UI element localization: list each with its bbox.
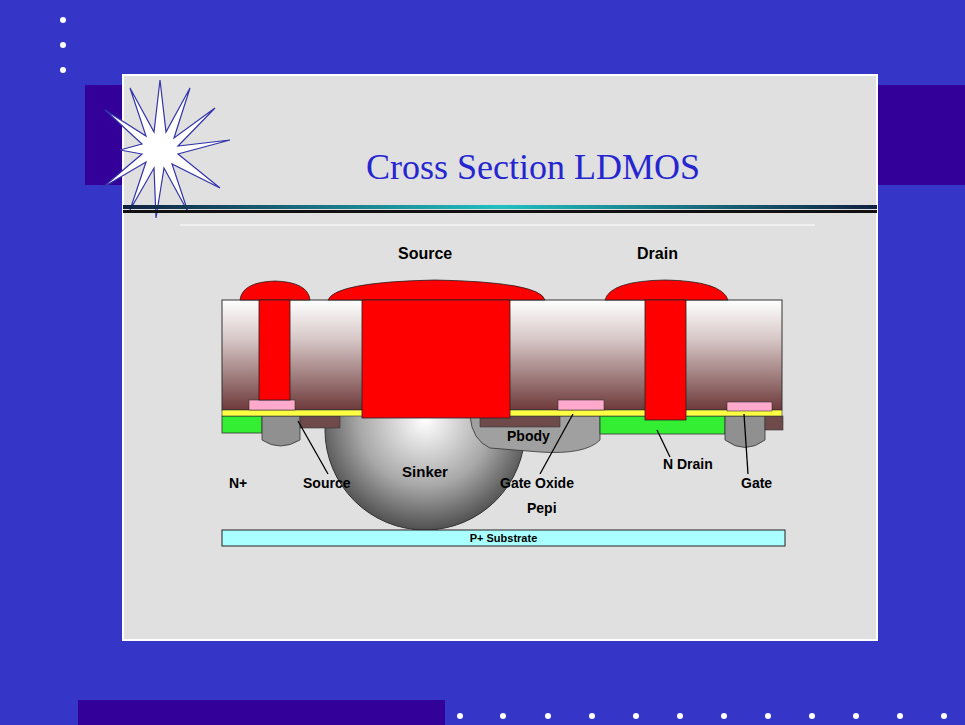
region-label: N+ bbox=[229, 476, 247, 491]
region-label: N Drain bbox=[663, 457, 713, 472]
terminal-label: Source bbox=[398, 245, 452, 263]
region-label: P+ Substrate bbox=[470, 532, 538, 544]
region-label: Source bbox=[303, 476, 350, 491]
region-label: Pbody bbox=[507, 429, 550, 444]
terminal-label: Drain bbox=[637, 245, 678, 263]
region-label: Sinker bbox=[402, 464, 448, 481]
slide-title: Cross Section LDMOS bbox=[366, 148, 700, 188]
region-label: Pepi bbox=[527, 501, 557, 516]
region-label: Gate Oxide bbox=[500, 476, 574, 491]
sinker-region: Sinker bbox=[365, 458, 485, 486]
region-label: Gate bbox=[741, 476, 772, 491]
substrate-layer: P+ Substrate bbox=[223, 531, 784, 545]
